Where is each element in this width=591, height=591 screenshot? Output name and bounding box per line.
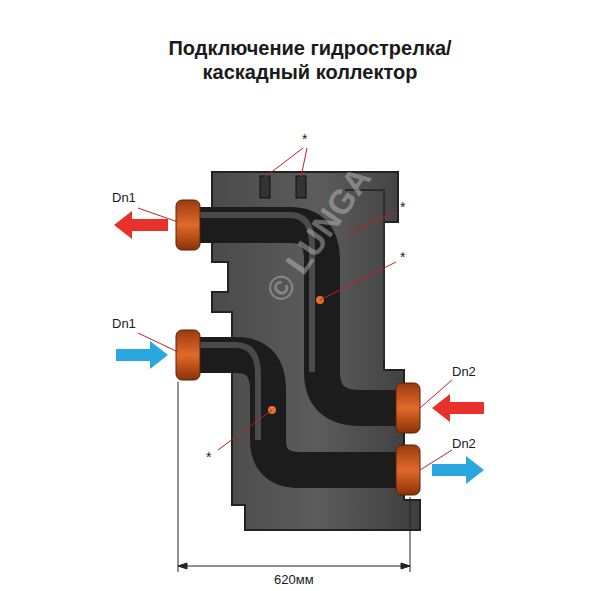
hot-flow-arrow xyxy=(432,394,484,422)
callout-mark: * xyxy=(206,450,211,464)
sensor-sleeve xyxy=(260,176,270,198)
pipe-highlight xyxy=(196,345,258,440)
union-nut xyxy=(396,383,420,433)
connection-size: Dn1 xyxy=(112,190,136,205)
union-nut xyxy=(176,200,200,250)
callout-mark: * xyxy=(302,132,307,146)
sensor-sleeve xyxy=(296,176,306,198)
union-nut xyxy=(396,445,420,495)
dimension-line xyxy=(178,382,410,572)
union-nut xyxy=(176,330,200,380)
connection-size: Dn2 xyxy=(452,364,476,379)
dimension-value: 620мм xyxy=(274,572,314,587)
cold-flow-arrow xyxy=(116,341,168,369)
return-pipe xyxy=(196,355,402,470)
leader-lines xyxy=(138,148,452,470)
callout-mark: * xyxy=(400,250,405,264)
cold-flow-arrow xyxy=(432,456,484,484)
connection-size: Dn2 xyxy=(452,436,476,451)
callout-mark: * xyxy=(400,200,405,214)
connection-size: Dn1 xyxy=(112,316,136,331)
diagram-title: Подключение гидрострелка/каскадный колле… xyxy=(165,36,455,84)
